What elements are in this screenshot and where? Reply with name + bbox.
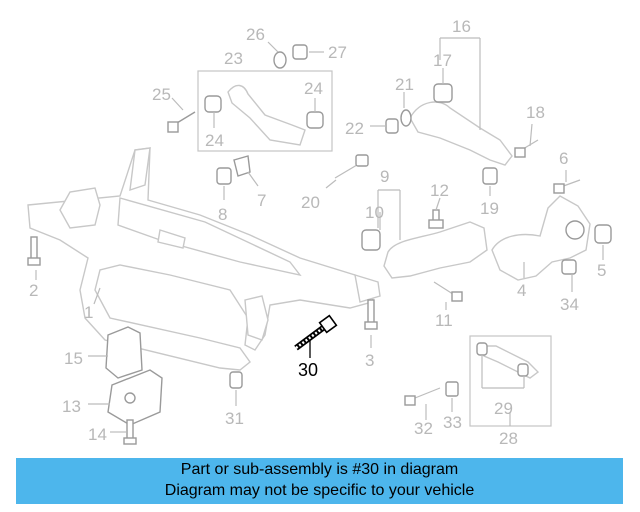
callout-16: 16 — [452, 17, 471, 36]
bolt-part-12 — [428, 209, 444, 229]
callout-24b: 24 — [304, 79, 323, 98]
upper-arm-group-23 — [197, 70, 333, 152]
bolt-part-2 — [27, 236, 41, 266]
callout-28: 28 — [499, 429, 518, 448]
lower-arm-part-16 — [409, 37, 513, 166]
bushing-part-17 — [433, 68, 453, 103]
callout-15: 15 — [64, 349, 83, 368]
bolt-part-20 — [334, 154, 369, 179]
callout-26: 26 — [246, 25, 265, 44]
nut-part-34 — [561, 259, 577, 275]
callout-19: 19 — [480, 199, 499, 218]
callout-29: 29 — [494, 399, 513, 418]
callout-25: 25 — [152, 85, 171, 104]
callout-30-highlighted: 30 — [298, 360, 318, 380]
callout-13: 13 — [62, 397, 81, 416]
bolt-part-32 — [404, 387, 441, 420]
callout-10: 10 — [365, 203, 384, 222]
bolt-part-25 — [167, 97, 196, 133]
callout-22: 22 — [345, 119, 364, 138]
caption-line-2: Diagram may not be specific to your vehi… — [164, 482, 475, 499]
mount-part-15 — [105, 326, 143, 379]
callout-34: 34 — [560, 295, 579, 314]
callout-8: 8 — [218, 205, 227, 224]
callout-21: 21 — [395, 75, 414, 94]
callout-18: 18 — [526, 103, 545, 122]
callout-33: 33 — [443, 413, 462, 432]
bolt-part-14 — [123, 419, 137, 445]
bracket-part-7 — [233, 155, 259, 187]
nut-part-22 — [370, 118, 399, 134]
callout-32: 32 — [414, 419, 433, 438]
callout-4: 4 — [517, 281, 526, 300]
bushing-part-31 — [229, 371, 243, 389]
bushing-part-5 — [594, 224, 612, 244]
callout-17: 17 — [433, 51, 452, 70]
callout-23: 23 — [224, 49, 243, 68]
callout-11: 11 — [435, 311, 453, 330]
trailing-arm-part-9 — [377, 189, 488, 279]
caption-banner: Part or sub-assembly is #30 in diagram D… — [16, 458, 623, 504]
bracket-part-13 — [107, 369, 163, 426]
callout-6: 6 — [559, 149, 568, 168]
callout-27: 27 — [328, 43, 347, 62]
washer-part-21 — [400, 92, 412, 127]
nut-part-19 — [482, 167, 498, 196]
callout-31: 31 — [225, 409, 244, 428]
knuckle-part-4 — [491, 195, 591, 281]
callout-12: 12 — [430, 181, 449, 200]
callout-14: 14 — [88, 425, 107, 444]
callout-5: 5 — [597, 261, 606, 280]
callout-2: 2 — [29, 281, 38, 300]
callout-7: 7 — [257, 191, 266, 210]
callout-1: 1 — [84, 303, 93, 322]
bolt-part-3 — [364, 299, 378, 330]
callout-24a: 24 — [205, 131, 224, 150]
callout-20: 20 — [301, 193, 320, 212]
link-group-28 — [469, 335, 552, 427]
nut-part-8 — [216, 167, 232, 200]
bolt-part-11 — [433, 281, 463, 302]
caption-line-1: Part or sub-assembly is #30 in diagram — [180, 461, 459, 478]
callout-labels: 1 2 3 4 5 6 7 8 9 10 11 12 13 14 15 16 1… — [29, 17, 606, 448]
washer-part-26 — [267, 41, 287, 69]
nut-part-27 — [292, 44, 324, 60]
nut-part-33 — [445, 381, 459, 412]
bolt-part-18 — [514, 139, 539, 158]
callout-9: 9 — [380, 167, 389, 186]
bushing-part-10 — [361, 229, 381, 251]
leader-lines — [35, 123, 604, 433]
callout-3: 3 — [365, 351, 374, 370]
bolt-part-6 — [553, 179, 581, 194]
subframe-part-1 — [27, 147, 381, 371]
bolt-part-30[interactable] — [294, 314, 338, 358]
